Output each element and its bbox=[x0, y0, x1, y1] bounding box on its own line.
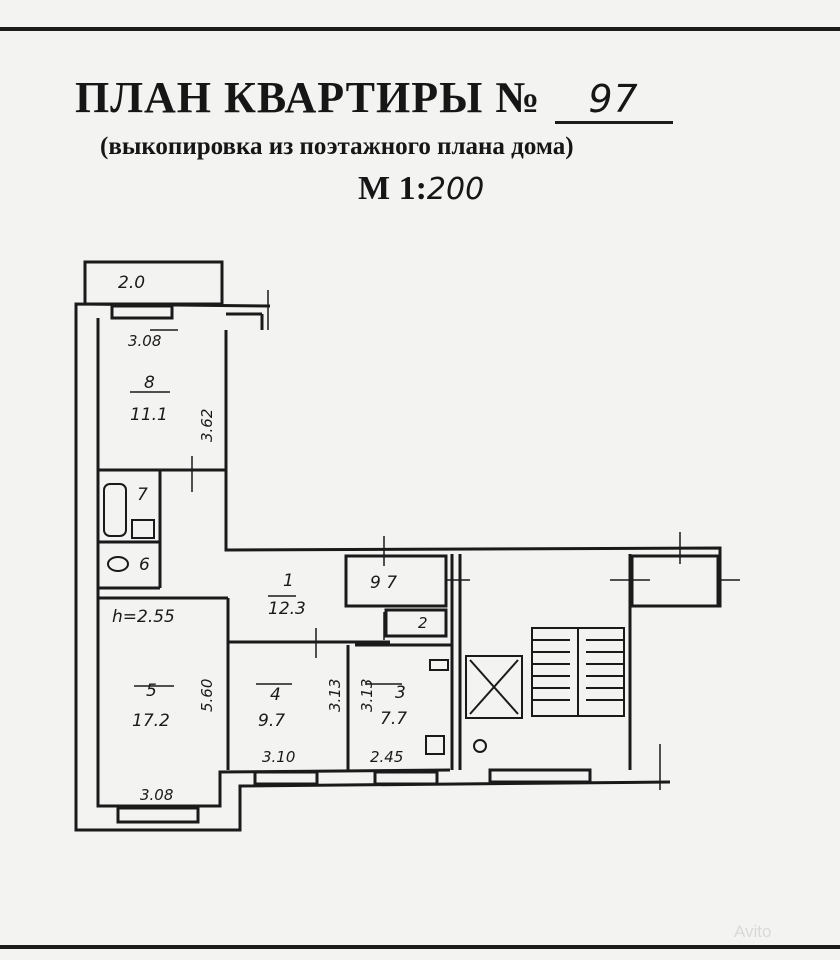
room3-area: 7.7 bbox=[380, 709, 407, 729]
plan-title: ПЛАН КВАРТИРЫ № 97 bbox=[75, 72, 673, 124]
room4-width-label: 3.10 bbox=[262, 748, 295, 766]
room1-area: 12.3 bbox=[268, 599, 306, 619]
plan-subtitle: (выкопировка из поэтажного плана дома) bbox=[100, 133, 574, 160]
top-border-line bbox=[0, 27, 840, 31]
room5-width-label: 3.08 bbox=[140, 786, 173, 804]
room3-length-label: 3.13 bbox=[358, 679, 376, 712]
room6-number: 6 bbox=[139, 555, 150, 575]
right-niche-outline bbox=[630, 554, 720, 608]
storage-2-outline bbox=[384, 608, 448, 638]
room8-number: 8 bbox=[144, 373, 155, 393]
window-room3 bbox=[373, 770, 439, 786]
balcony-outline bbox=[83, 260, 224, 306]
stove-icon bbox=[425, 735, 445, 755]
room7-number: 7 bbox=[137, 485, 148, 505]
avito-watermark: Avito bbox=[734, 922, 772, 941]
dimension-marks bbox=[130, 290, 740, 790]
sink-icon bbox=[131, 519, 155, 539]
corridor-top-wall bbox=[224, 330, 722, 608]
room1-number: 1 bbox=[283, 571, 294, 591]
room8-length-label: 3.62 bbox=[198, 409, 216, 442]
balcony-width-label: 2.0 bbox=[118, 273, 145, 293]
plan-labels: 2.0 3.08 8 11.1 3.62 7 6 1 12.3 9 7 2 h=… bbox=[112, 273, 428, 804]
storage-9-outline bbox=[344, 554, 448, 608]
top-width-label: 3.08 bbox=[128, 332, 161, 350]
walls bbox=[74, 260, 722, 832]
window-room4 bbox=[253, 770, 319, 786]
ceiling-height-label: h=2.55 bbox=[112, 607, 175, 627]
elevator-cross-2 bbox=[469, 659, 519, 715]
stair-steps bbox=[532, 628, 624, 716]
storage9-label: 9 7 bbox=[370, 573, 397, 593]
room5-length-label: 5.60 bbox=[198, 679, 216, 712]
window-room5 bbox=[116, 806, 200, 824]
scale-prefix: М 1: bbox=[358, 170, 427, 207]
title-text: ПЛАН КВАРТИРЫ № bbox=[75, 73, 541, 122]
room3-number: 3 bbox=[395, 683, 406, 703]
shaft-circle-icon bbox=[473, 739, 487, 753]
window-stairhall bbox=[488, 768, 592, 784]
room4-number: 4 bbox=[270, 685, 281, 705]
toilet-icon bbox=[107, 556, 129, 572]
apartment-number: 97 bbox=[554, 77, 673, 124]
room4-area: 9.7 bbox=[258, 711, 285, 731]
fixtures bbox=[103, 483, 625, 755]
storage2-number: 2 bbox=[418, 614, 428, 632]
room8-area: 11.1 bbox=[130, 405, 168, 425]
window-room8 bbox=[110, 304, 174, 320]
bathtub-icon bbox=[103, 483, 127, 537]
room5-area: 17.2 bbox=[132, 711, 170, 731]
room4-length-label: 3.13 bbox=[326, 679, 344, 712]
scale-value: 200 bbox=[426, 172, 485, 207]
kitchen-sink-icon bbox=[429, 659, 449, 671]
bottom-border-line bbox=[0, 945, 840, 949]
elevator-icon bbox=[465, 655, 523, 719]
room5-number: 5 bbox=[146, 681, 157, 701]
room3-width-label: 2.45 bbox=[370, 748, 403, 766]
scale-label: М 1:200 bbox=[358, 170, 484, 208]
